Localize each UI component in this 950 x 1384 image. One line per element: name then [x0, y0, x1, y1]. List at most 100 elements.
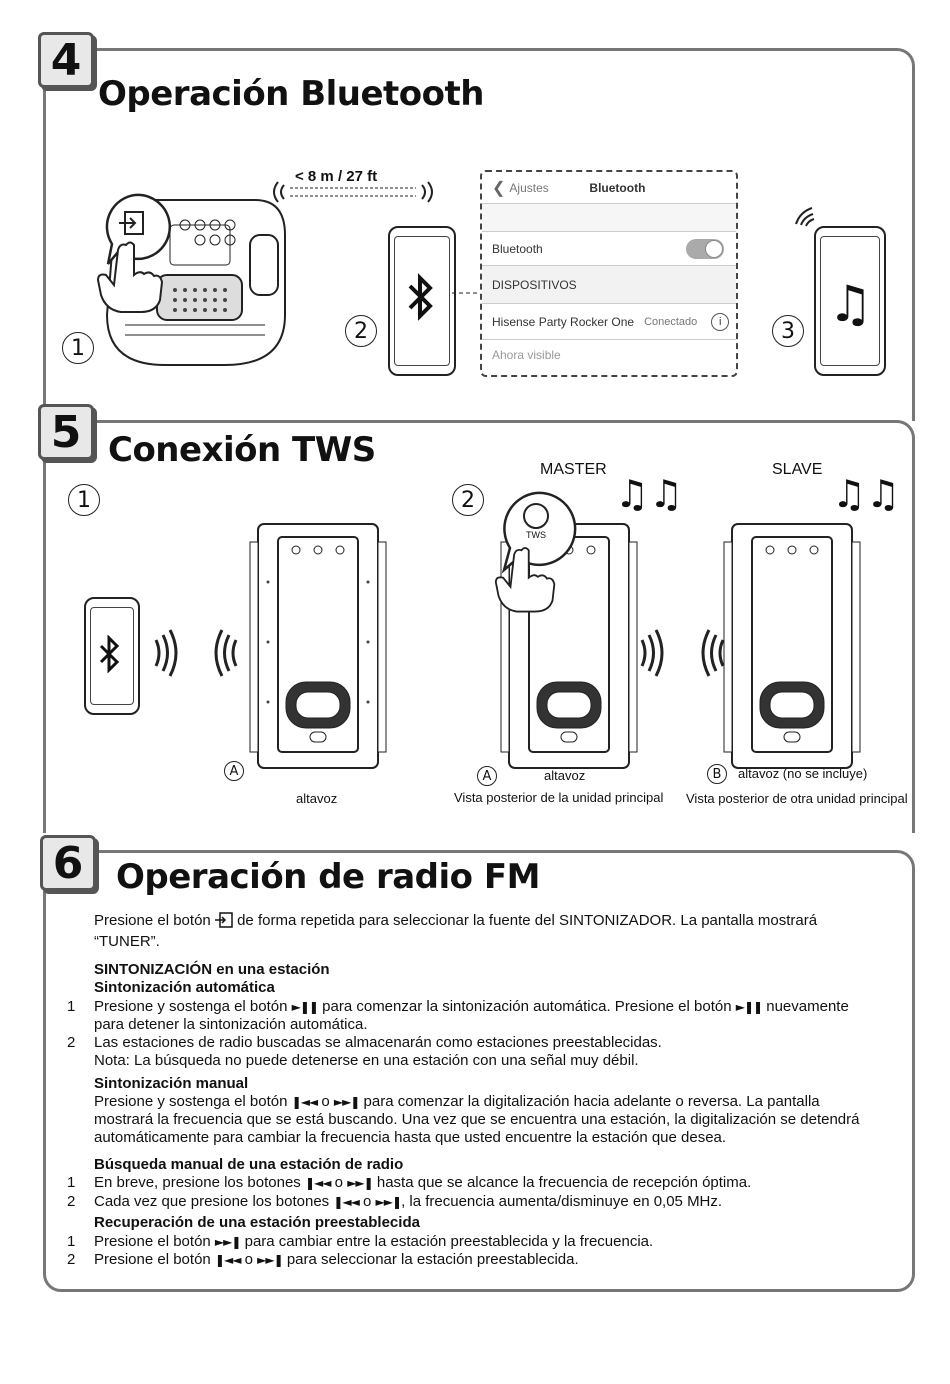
recall-item-1-num: 1 — [67, 1233, 76, 1250]
connector-line — [452, 292, 482, 294]
r2-text-o: o — [244, 1251, 253, 1268]
r2-text-a: Presione el botón — [94, 1251, 211, 1268]
auto-item-2-num: 2 — [67, 1034, 76, 1051]
device-status: Conectado — [644, 315, 698, 328]
prev-icon: ❚◄◄ — [291, 1095, 318, 1109]
step-1-circle: 1 — [62, 332, 94, 364]
devices-header: DISPOSITIVOS — [482, 266, 736, 304]
bluetooth-row: Bluetooth — [482, 232, 736, 266]
tws-label: TWS — [526, 530, 546, 540]
s2-text-a: Cada vez que presione los botones — [94, 1193, 330, 1210]
section-5-number: 5 — [38, 404, 94, 460]
distance-label: < 8 m / 27 ft — [295, 168, 378, 185]
manual-text-o: o — [321, 1093, 330, 1110]
caption-master-view: Vista posterior de la unidad principal — [454, 790, 664, 805]
auto2-text-b: Nota: La búsqueda no puede detenerse en … — [94, 1052, 639, 1069]
auto2-text-a: Las estaciones de radio buscadas se alma… — [94, 1034, 662, 1051]
intro-text-c: “TUNER”. — [94, 933, 160, 950]
music-note-icon: ♫ — [828, 275, 873, 333]
next-icon: ►►❚ — [375, 1195, 402, 1209]
phone-screen — [820, 236, 880, 366]
r1-text-a: Presione el botón — [94, 1233, 211, 1250]
callout-a-1: A — [224, 761, 244, 781]
tws-step-2-circle: 2 — [452, 484, 484, 516]
device-row[interactable]: Hisense Party Rocker One Conectado i — [482, 304, 736, 340]
auto1-text-d: para detener la sintonización automática… — [94, 1016, 368, 1033]
r1-text-b: para cambiar entre la estación preestabl… — [244, 1233, 654, 1250]
section-5-title: Conexión TWS — [108, 430, 376, 470]
toggle-icon[interactable] — [686, 238, 724, 259]
section-4-title: Operación Bluetooth — [98, 74, 484, 114]
s1-text-a: En breve, presione los botones — [94, 1174, 301, 1191]
section-6-title: Operación de radio FM — [116, 857, 540, 897]
section-6-frame — [43, 850, 915, 1292]
prev-icon: ❚◄◄ — [304, 1176, 331, 1190]
section-5-frame — [43, 420, 915, 833]
recall-item-2-num: 2 — [67, 1251, 76, 1268]
manual-text-b: para comenzar la digitalización hacia ad… — [363, 1093, 820, 1110]
hand-illustration — [96, 241, 164, 313]
recall-item-1: Presione el botón ►►❚ para cambiar entre… — [94, 1233, 894, 1251]
heading-recall: Recuperación de una estación preestablec… — [94, 1214, 420, 1231]
manual-text-c: mostrará la frecuencia que se está busca… — [94, 1111, 860, 1128]
wave-icon — [214, 629, 238, 677]
bluetooth-icon — [97, 634, 121, 678]
auto1-text-a: Presione y sostenga el botón — [94, 998, 288, 1015]
chevron-left-icon[interactable]: ❮ — [492, 179, 506, 197]
back-label[interactable]: Ajustes — [509, 180, 549, 195]
play-pause-icon: ►❚❚ — [735, 1000, 763, 1014]
auto-item-1-num: 1 — [67, 998, 76, 1015]
phone-screen — [394, 236, 450, 366]
speaker-back-illustration — [249, 523, 387, 769]
callout-b: B — [707, 764, 727, 784]
manual-paragraph: Presione y sostenga el botón ❚◄◄ o ►►❚ p… — [94, 1093, 894, 1147]
phone-screen — [90, 607, 134, 705]
intro-text-b: de forma repetida para seleccionar la fu… — [237, 912, 818, 929]
panel-title: Bluetooth — [589, 180, 646, 195]
wave-icon — [795, 207, 815, 227]
auto1-text-b: para comenzar la sintonización automátic… — [322, 998, 732, 1015]
auto-item-2: Las estaciones de radio buscadas se alma… — [94, 1034, 894, 1070]
prev-icon: ❚◄◄ — [214, 1253, 241, 1267]
search-item-1: En breve, presione los botones ❚◄◄ o ►►❚… — [94, 1174, 894, 1192]
info-icon[interactable]: i — [711, 312, 730, 331]
heading-manual: Sintonización manual — [94, 1075, 249, 1092]
heading-auto: Sintonización automática — [94, 979, 275, 996]
visible-label: Ahora visible — [492, 348, 561, 362]
manual-text-d: automáticamente para cambiar la frecuenc… — [94, 1129, 727, 1146]
auto1-text-c: nuevamente — [766, 998, 849, 1015]
bluetooth-row-label: Bluetooth — [492, 241, 543, 256]
wave-icon — [154, 629, 178, 677]
intro-text-a: Presione el botón — [94, 912, 211, 929]
s1-text-o: o — [334, 1174, 344, 1191]
heading-search: Búsqueda manual de una estación de radio — [94, 1156, 404, 1173]
caption-slave-view: Vista posterior de otra unidad principal — [686, 791, 908, 806]
play-pause-icon: ►❚❚ — [291, 1000, 319, 1014]
device-name: Hisense Party Rocker One — [492, 314, 635, 329]
next-icon: ►►❚ — [257, 1253, 283, 1267]
s2-text-b: , la frecuencia aumenta/disminuye en 0,0… — [401, 1193, 723, 1210]
speaker-back-illustration — [723, 523, 861, 769]
caption-slave-speaker: altavoz (no se incluye) — [738, 766, 868, 781]
callout-a-2: A — [477, 766, 497, 786]
panel-header: ❮ Ajustes Bluetooth — [482, 172, 736, 204]
section-4-number: 4 — [38, 32, 94, 88]
input-source-icon — [117, 208, 147, 243]
panel-spacer — [482, 204, 736, 232]
caption-master-speaker: altavoz — [544, 768, 586, 783]
input-source-icon — [214, 912, 233, 933]
recall-item-2: Presione el botón ❚◄◄ o ►►❚ para selecci… — [94, 1251, 894, 1269]
music-note-icon: ♫♫ — [832, 472, 901, 516]
section-6-number: 6 — [40, 835, 96, 891]
bluetooth-settings-panel: ❮ Ajustes Bluetooth Bluetooth DISPOSITIV… — [480, 170, 738, 377]
step-2-circle: 2 — [345, 315, 377, 347]
next-icon: ►►❚ — [214, 1235, 241, 1249]
search-item-2: Cada vez que presione los botones ❚◄◄ o … — [94, 1193, 894, 1211]
step-3-circle: 3 — [772, 315, 804, 347]
wave-icon — [640, 629, 664, 677]
phone-music — [814, 226, 886, 376]
tws-step-1-circle: 1 — [68, 484, 100, 516]
hand-illustration — [494, 547, 556, 613]
music-note-icon: ♫♫ — [615, 472, 684, 516]
manual-text-a: Presione y sostenga el botón — [94, 1093, 288, 1110]
